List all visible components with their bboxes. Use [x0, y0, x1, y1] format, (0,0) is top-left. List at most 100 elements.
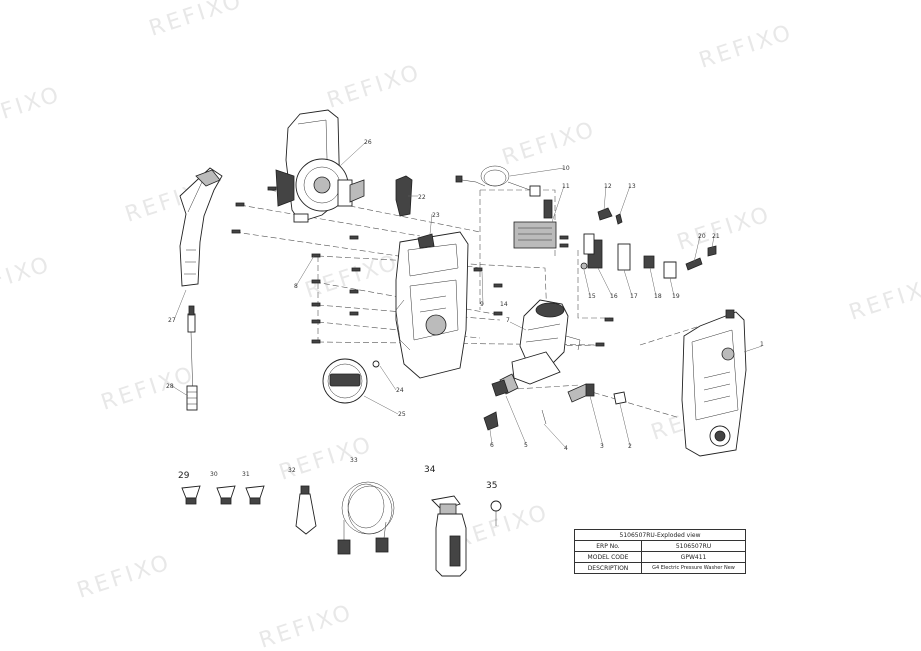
high-pressure-hose [337, 481, 395, 555]
callout-21: 21 [712, 233, 720, 240]
screw [349, 235, 359, 240]
callout-34: 34 [424, 465, 436, 475]
callout-labels: 1 2 3 4 5 6 7 8 9 10 11 12 13 14 15 16 1… [166, 139, 764, 491]
callout-14: 14 [500, 301, 508, 308]
nozzle-29 [181, 485, 201, 505]
watermark: REFIXO [98, 362, 198, 416]
callout-23: 23 [432, 212, 440, 219]
callout-17: 17 [630, 293, 638, 300]
title-block-value: GPW411 [641, 551, 746, 563]
screw [604, 317, 614, 322]
filter-cap [322, 358, 368, 404]
watermark: REFIXO [674, 202, 774, 256]
motor-pump [499, 299, 581, 395]
title-block-label: ERP No. [574, 540, 642, 552]
watermark: REFIXO [499, 117, 599, 171]
watermark: REFIXO [452, 500, 552, 554]
screw [559, 243, 569, 248]
callout-19: 19 [672, 293, 680, 300]
part-35-ring [490, 500, 502, 526]
callout-15: 15 [588, 293, 596, 300]
title-block-header: 5106507RU-Exploded view [574, 529, 746, 541]
watermark: REFIXO [324, 60, 424, 114]
title-block-label: MODEL CODE [574, 551, 642, 563]
callout-31: 31 [242, 471, 250, 478]
screw [311, 279, 321, 284]
callout-1: 1 [760, 341, 764, 348]
callout-35: 35 [486, 481, 497, 491]
callout-9: 9 [480, 301, 484, 308]
screw [349, 311, 359, 316]
watermark: REFIXO [276, 432, 376, 486]
callout-32: 32 [288, 467, 296, 474]
pump-fittings [483, 379, 627, 431]
screw [351, 267, 361, 272]
watermark: REFIXO [74, 550, 174, 604]
trigger-gun [179, 167, 223, 287]
foam-bottle [431, 495, 467, 577]
callout-leaders [171, 141, 763, 449]
callout-4: 4 [564, 445, 568, 452]
callout-6: 6 [490, 442, 494, 449]
callout-24: 24 [396, 387, 404, 394]
title-block-header-row: 5106507RU-Exploded view [574, 529, 746, 541]
small-parts-cluster [580, 207, 717, 279]
screw [493, 283, 503, 288]
nozzle-31 [245, 485, 265, 505]
screws [231, 186, 614, 347]
assembly-dashed-lines [234, 189, 701, 419]
callout-13: 13 [628, 183, 636, 190]
screw [493, 311, 503, 316]
title-block-row: MODEL CODE GPW411 [574, 551, 746, 563]
callout-29: 29 [178, 471, 190, 481]
callout-26: 26 [364, 139, 372, 146]
back-frame-hose-reel [275, 109, 365, 223]
title-block-row: DESCRIPTION G4 Electric Pressure Washer … [574, 562, 746, 574]
nozzle-30 [216, 485, 236, 505]
screw [595, 342, 605, 347]
callout-25: 25 [398, 411, 406, 418]
screw [235, 202, 245, 207]
title-block-label: DESCRIPTION [574, 562, 642, 574]
watermark: REFIXO [0, 82, 64, 136]
screw [311, 319, 321, 324]
watermark: REFIXO [302, 250, 402, 304]
callout-12: 12 [604, 183, 612, 190]
screw [473, 267, 483, 272]
callout-10: 10 [562, 165, 570, 172]
screw [349, 289, 359, 294]
callout-2: 2 [628, 443, 632, 450]
callout-5: 5 [524, 442, 528, 449]
watermark: REFIXO [0, 252, 54, 306]
callout-7: 7 [506, 317, 510, 324]
part-22-clip [395, 175, 413, 217]
watermark: REFIXO [846, 272, 921, 326]
spray-lance [186, 305, 198, 411]
screw [559, 235, 569, 240]
screw [231, 229, 241, 234]
title-block-value: 5106507RU [641, 540, 746, 552]
watermark: REFIXO [256, 600, 356, 651]
callout-27: 27 [168, 317, 176, 324]
watermark: REFIXO [696, 20, 796, 74]
part-24-washer [372, 360, 380, 368]
watermark: REFIXO [146, 0, 246, 42]
title-block-row: ERP No. 5106507RU [574, 540, 746, 552]
callout-30: 30 [210, 471, 218, 478]
screw [311, 253, 321, 258]
callout-18: 18 [654, 293, 662, 300]
power-cord [455, 165, 541, 197]
turbo-nozzle [295, 485, 317, 535]
switch-block [513, 199, 557, 249]
callout-22: 22 [418, 194, 426, 201]
side-cover [681, 309, 747, 457]
title-block-value: G4 Electric Pressure Washer New [641, 562, 746, 574]
callout-20: 20 [698, 233, 706, 240]
callout-16: 16 [610, 293, 618, 300]
screw [311, 302, 321, 307]
screw [267, 186, 277, 191]
callout-8: 8 [294, 283, 298, 290]
main-housing [395, 231, 469, 379]
